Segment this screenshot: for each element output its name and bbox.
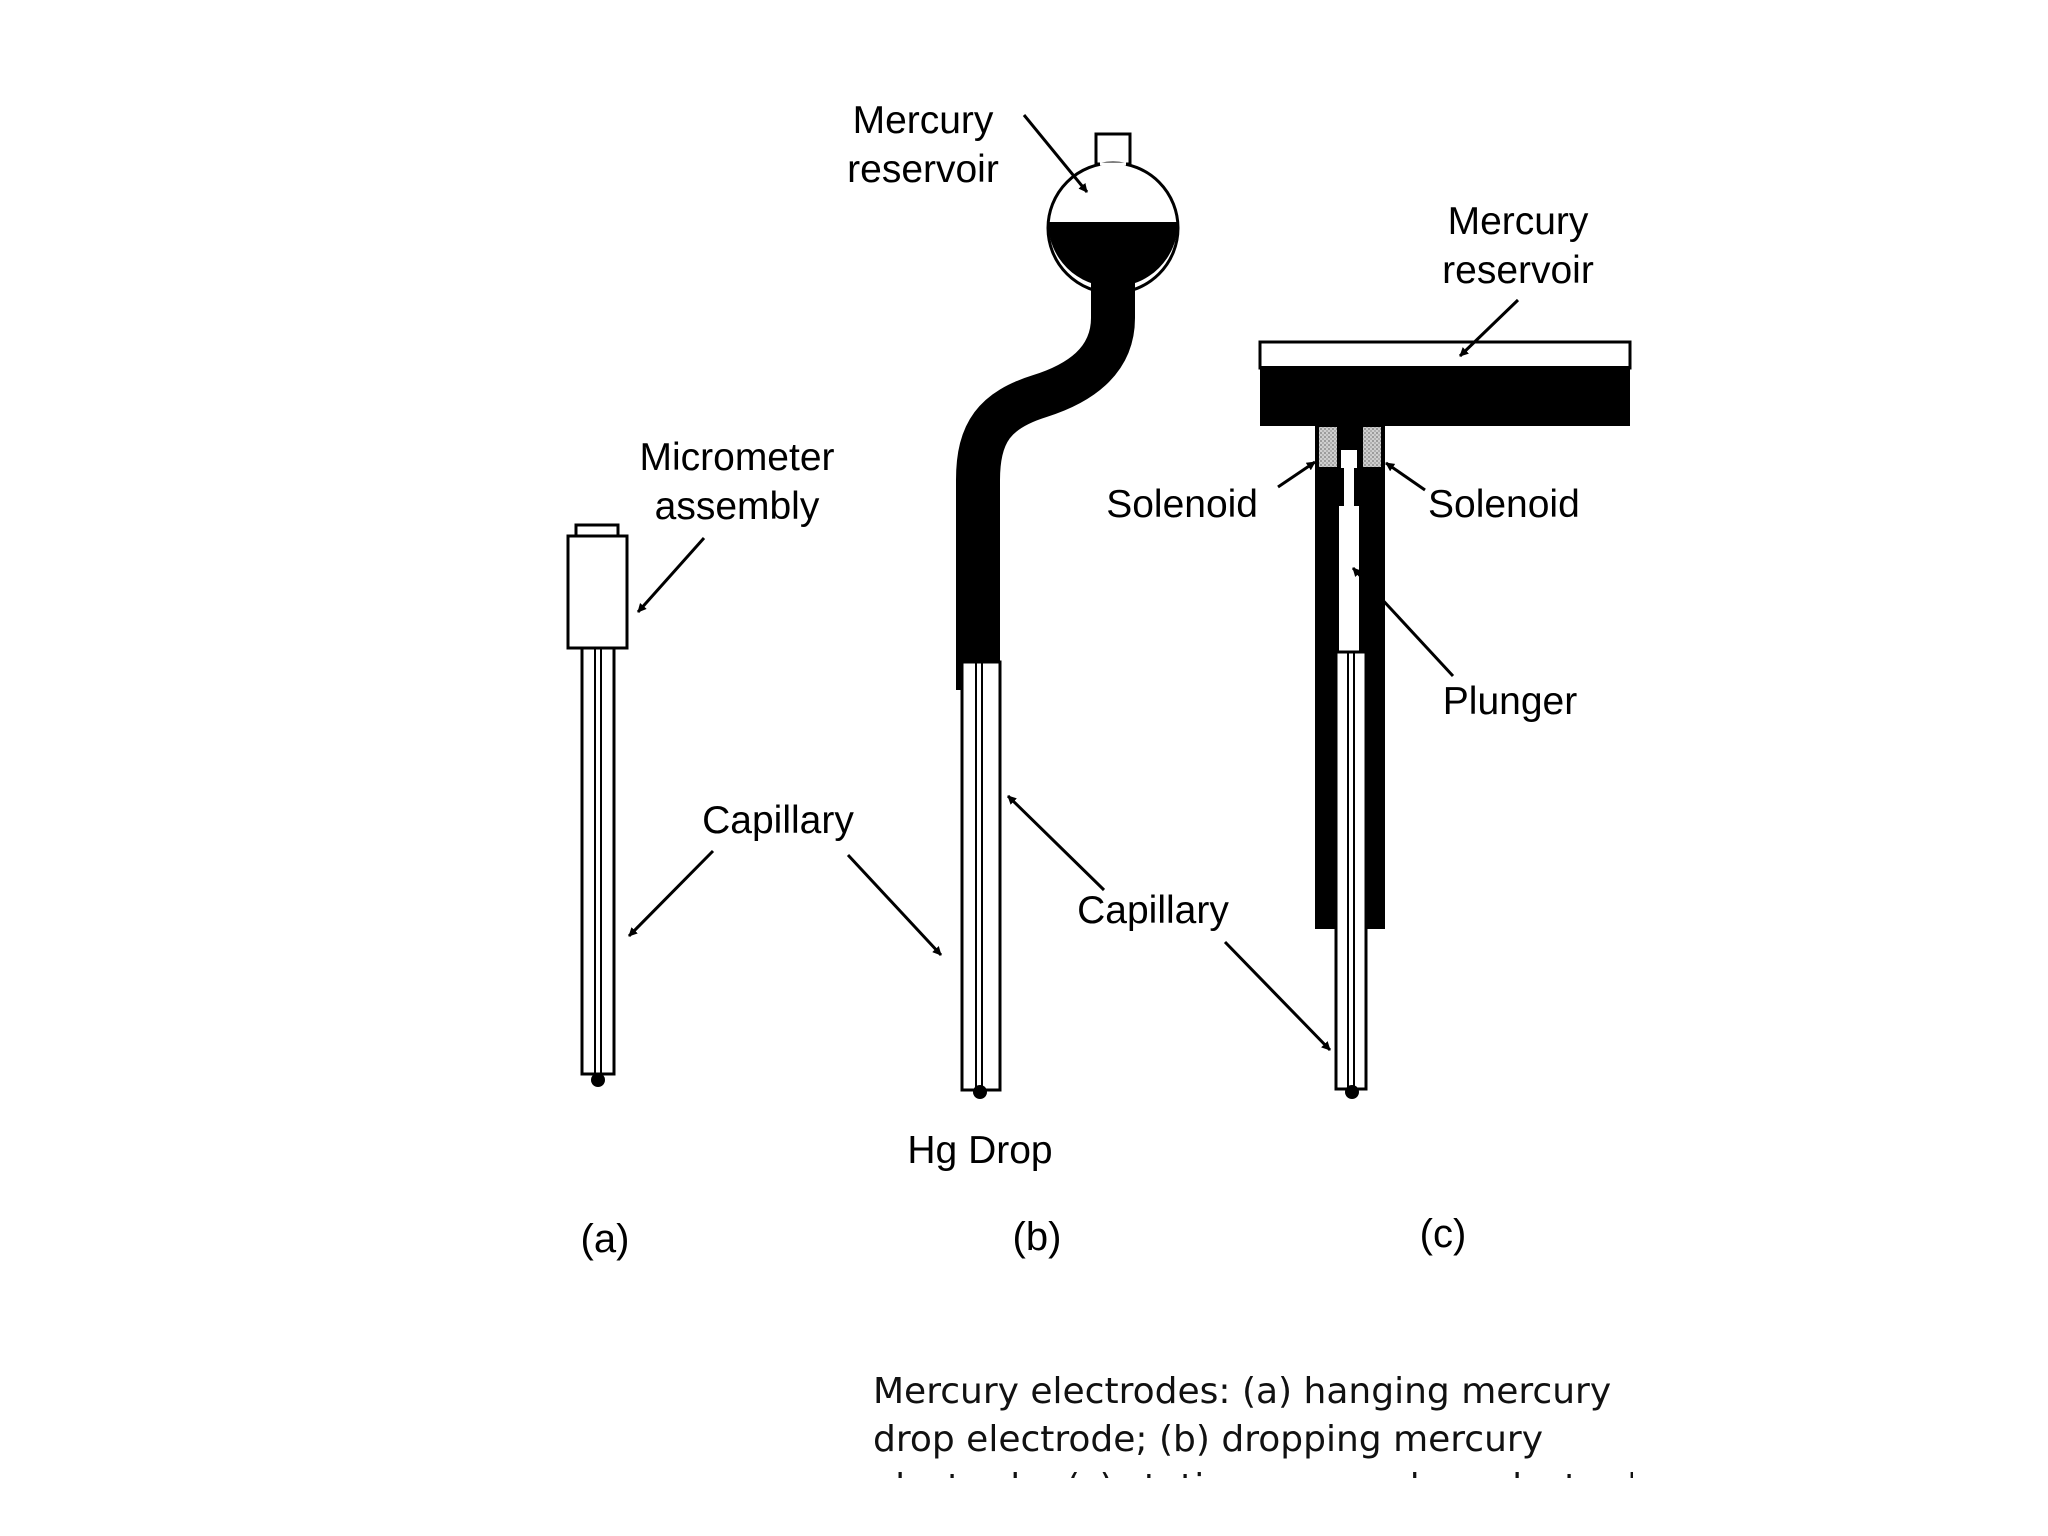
capillary-tube-a bbox=[580, 646, 616, 1076]
mercury-reservoir-c bbox=[1258, 340, 1632, 426]
label-capillary-a: Capillary bbox=[702, 799, 854, 842]
arrow-capillary-ab bbox=[846, 853, 943, 957]
label-hg-drop: Hg Drop bbox=[907, 1129, 1052, 1172]
label-reservoir-b-line1: Mercury bbox=[853, 99, 994, 142]
label-solenoid-left: Solenoid bbox=[1106, 483, 1258, 526]
mercury-column-b bbox=[956, 280, 1135, 690]
arrow-capillary-bc bbox=[1223, 940, 1332, 1052]
mercury-drop-a bbox=[591, 1073, 605, 1087]
mercury-drop-b bbox=[973, 1085, 987, 1099]
label-solenoid-right: Solenoid bbox=[1428, 483, 1580, 526]
label-plunger: Plunger bbox=[1443, 680, 1577, 723]
solenoid-left bbox=[1317, 425, 1339, 469]
label-capillary-b: Capillary bbox=[1077, 889, 1229, 932]
mercury-drop-c bbox=[1345, 1085, 1359, 1099]
panel-label-b: (b) bbox=[1013, 1215, 1062, 1259]
electrode-c-smde: Mercury reservoir Solenoid Solenoid Plun… bbox=[1106, 200, 1632, 1256]
label-reservoir-b-line2: reservoir bbox=[847, 148, 999, 191]
solenoid-right bbox=[1361, 425, 1383, 469]
arrow-solenoid-right bbox=[1385, 461, 1426, 492]
arrow-capillary-b bbox=[1006, 794, 1106, 892]
mercury-reservoir-b bbox=[1046, 132, 1180, 295]
arrow-reservoir-b bbox=[1022, 114, 1089, 193]
label-reservoir-c-line2: reservoir bbox=[1442, 249, 1594, 292]
label-micrometer-line1: Micrometer bbox=[639, 436, 834, 479]
micrometer-assembly bbox=[566, 523, 629, 650]
label-reservoir-c-line1: Mercury bbox=[1448, 200, 1589, 243]
arrow-capillary-a bbox=[627, 849, 715, 938]
plunger bbox=[1339, 450, 1359, 652]
arrow-micrometer bbox=[636, 537, 706, 613]
electrode-a-hmde: Micrometer assembly Capillary (a) bbox=[566, 436, 943, 1261]
arrow-plunger bbox=[1351, 566, 1455, 678]
capillary-tube-c bbox=[1334, 650, 1368, 1091]
arrow-reservoir-c bbox=[1458, 298, 1520, 358]
figure-caption: Mercury electrodes: (a) hanging mercury … bbox=[873, 1368, 1633, 1478]
capillary-tube-b bbox=[960, 660, 1002, 1092]
arrow-solenoid-left bbox=[1277, 460, 1316, 489]
panel-label-a: (a) bbox=[581, 1217, 630, 1261]
caption-line-2: drop electrode; (b) dropping mercury bbox=[873, 1419, 1544, 1460]
electrode-b-dme: Mercury reservoir Capillary Hg Drop (b) bbox=[847, 99, 1332, 1259]
label-micrometer-line2: assembly bbox=[655, 485, 820, 528]
panel-label-c: (c) bbox=[1420, 1212, 1467, 1256]
caption-line-3: electrode; (c) static mercury drop elect… bbox=[873, 1464, 1633, 1478]
caption-line-1: Mercury electrodes: (a) hanging mercury bbox=[873, 1371, 1612, 1412]
